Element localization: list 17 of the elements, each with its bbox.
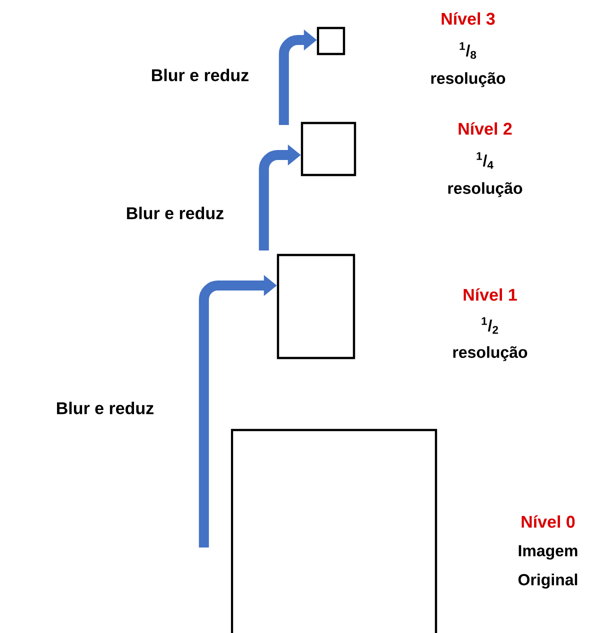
level-label: Nível 1 bbox=[464, 288, 517, 301]
description-label: $^{1}$/$_{2}$ bbox=[482, 317, 498, 334]
square-box bbox=[300, 122, 356, 176]
level-label: Nível 2 bbox=[458, 122, 512, 135]
edge-label: Blur e reduz bbox=[152, 68, 248, 82]
edge-label: Blur e reduz bbox=[57, 402, 154, 414]
edge-label: Blur e reduz bbox=[127, 206, 224, 220]
level-label: Nível 0 bbox=[522, 515, 575, 528]
description-label: resolução bbox=[448, 182, 522, 198]
square-box bbox=[316, 26, 346, 56]
square-box bbox=[276, 254, 356, 360]
description-label: resolução bbox=[453, 346, 528, 362]
description-label: resolução bbox=[431, 72, 506, 88]
description-label: $^{1}$/$_{4}$ bbox=[476, 152, 494, 169]
description-label: $^{1}$/$_{8}$ bbox=[460, 42, 476, 59]
description-label: Imagem Original bbox=[518, 545, 578, 589]
level-label: Nível 3 bbox=[442, 12, 495, 25]
